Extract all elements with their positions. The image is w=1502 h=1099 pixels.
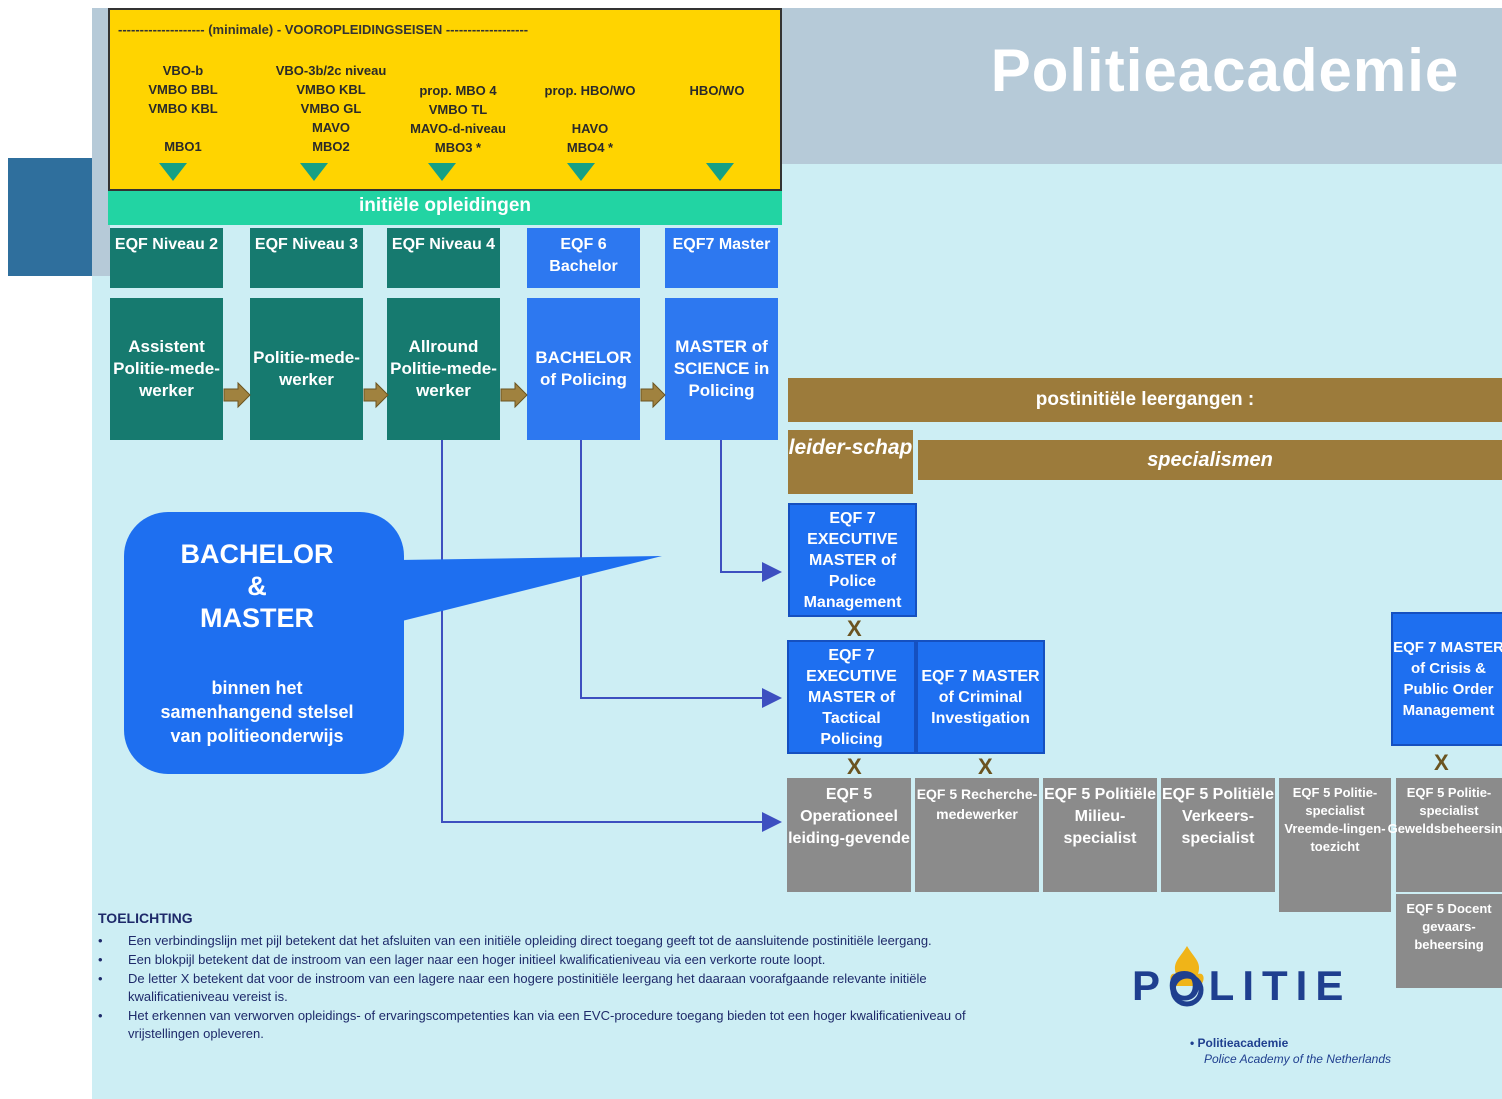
brand-title: Politieacademie	[990, 37, 1460, 104]
eqf5-recherchemedewerker: EQF 5 Recherche-medewerker	[915, 778, 1039, 892]
down-triangle-icon	[567, 163, 595, 181]
level-eqf-4: EQF Niveau 4	[387, 228, 500, 288]
eqf5-docent-gevaarsbeheersing: EQF 5 Docent gevaars-beheersing	[1396, 894, 1502, 988]
left-grey-strip	[92, 8, 110, 276]
requirements-panel	[108, 8, 782, 191]
note-item: Een verbindingslijn met pijl betekent da…	[98, 932, 978, 950]
logo-academy-english: Police Academy of the Netherlands	[1204, 1052, 1391, 1066]
down-triangle-icon	[706, 163, 734, 181]
program-assistent: Assistent Politie-mede-werker	[110, 298, 223, 440]
requirements-column-3: prop. MBO 4 VMBO TL MAVO-d-niveau MBO3 *	[410, 83, 506, 155]
politie-logo-word: POLITIE	[1132, 962, 1352, 1009]
block-arrow-icon	[223, 381, 666, 409]
initiele-opleidingen-band: initiële opleidingen	[108, 191, 782, 225]
program-master-science: MASTER of SCIENCE in Policing	[665, 298, 778, 440]
x-mark: X	[847, 754, 862, 779]
x-mark: X	[978, 754, 993, 779]
level-eqf-6: EQF 6 Bachelor	[527, 228, 640, 288]
left-accent-bar	[8, 158, 92, 276]
exec-master-police-management: EQF 7 EXECUTIVE MASTER of Police Managem…	[788, 503, 917, 617]
postinitiele-band: postinitiële leergangen :	[788, 378, 1502, 422]
master-criminal-investigation: EQF 7 MASTER of Criminal Investigation	[916, 640, 1045, 754]
header-band	[780, 8, 1502, 164]
callout-subtext: binnen het samenhangend stelsel van poli…	[160, 678, 354, 746]
down-triangle-icon	[300, 163, 328, 181]
note-item: Het erkennen van verworven opleidings- o…	[98, 1007, 978, 1043]
requirements-column-4: prop. HBO/WO HAVO MBO4 *	[544, 83, 636, 155]
eqf5-vreemdelingentoezicht: EQF 5 Politie-specialist Vreemde-lingen-…	[1279, 778, 1391, 912]
requirements-column-2: VBO-3b/2c niveau VMBO KBL VMBO GL MAVO M…	[275, 63, 387, 154]
eqf5-milieuspecialist: EQF 5 Politiële Milieu-specialist	[1043, 778, 1157, 892]
note-item: De letter X betekent dat voor de instroo…	[98, 970, 978, 1006]
callout-bubble	[124, 512, 404, 774]
politie-flame-emblem-icon	[1170, 946, 1204, 1007]
x-mark: X	[1434, 750, 1449, 775]
notes-title: TOELICHTING	[98, 910, 193, 926]
down-triangle-icon	[159, 163, 187, 181]
note-item: Een blokpijl betekent dat de instroom va…	[98, 951, 978, 969]
specialismen-label: specialismen	[918, 440, 1502, 480]
requirements-column-1: VBO-b VMBO BBL VMBO KBL MBO1	[148, 63, 218, 154]
logo-academy-name: • Politieacademie	[1190, 1036, 1289, 1050]
down-triangle-icon	[428, 163, 456, 181]
master-crisis-public-order: EQF 7 MASTER of Crisis & Public Order Ma…	[1391, 612, 1502, 746]
program-politiemedewerker: Politie-mede-werker	[250, 298, 363, 440]
level-eqf-3: EQF Niveau 3	[250, 228, 363, 288]
level-eqf-7: EQF7 Master	[665, 228, 778, 288]
eqf5-geweldsbeheersing: EQF 5 Politie-specialist Geweldsbeheersi…	[1388, 778, 1502, 892]
eqf5-verkeersspecialist: EQF 5 Politiële Verkeers-specialist	[1161, 778, 1275, 892]
eqf5-operationeel-leidinggevende: EQF 5 Operationeel leiding-gevende	[787, 778, 911, 892]
x-mark: X	[847, 616, 862, 641]
notes-list: Een verbindingslijn met pijl betekent da…	[98, 932, 978, 1044]
callout-headline: BACHELOR & MASTER	[180, 539, 334, 633]
requirements-title: -------------------- (minimale) - VOOROP…	[118, 22, 529, 37]
leiderschap-label: leider-schap	[788, 430, 913, 494]
program-allround: Allround Politie-mede-werker	[387, 298, 500, 440]
exec-master-tactical-policing: EQF 7 EXECUTIVE MASTER of Tactical Polic…	[787, 640, 916, 754]
level-eqf-2: EQF Niveau 2	[110, 228, 223, 288]
requirements-column-5: HBO/WO	[689, 83, 745, 98]
program-bachelor: BACHELOR of Policing	[527, 298, 640, 440]
